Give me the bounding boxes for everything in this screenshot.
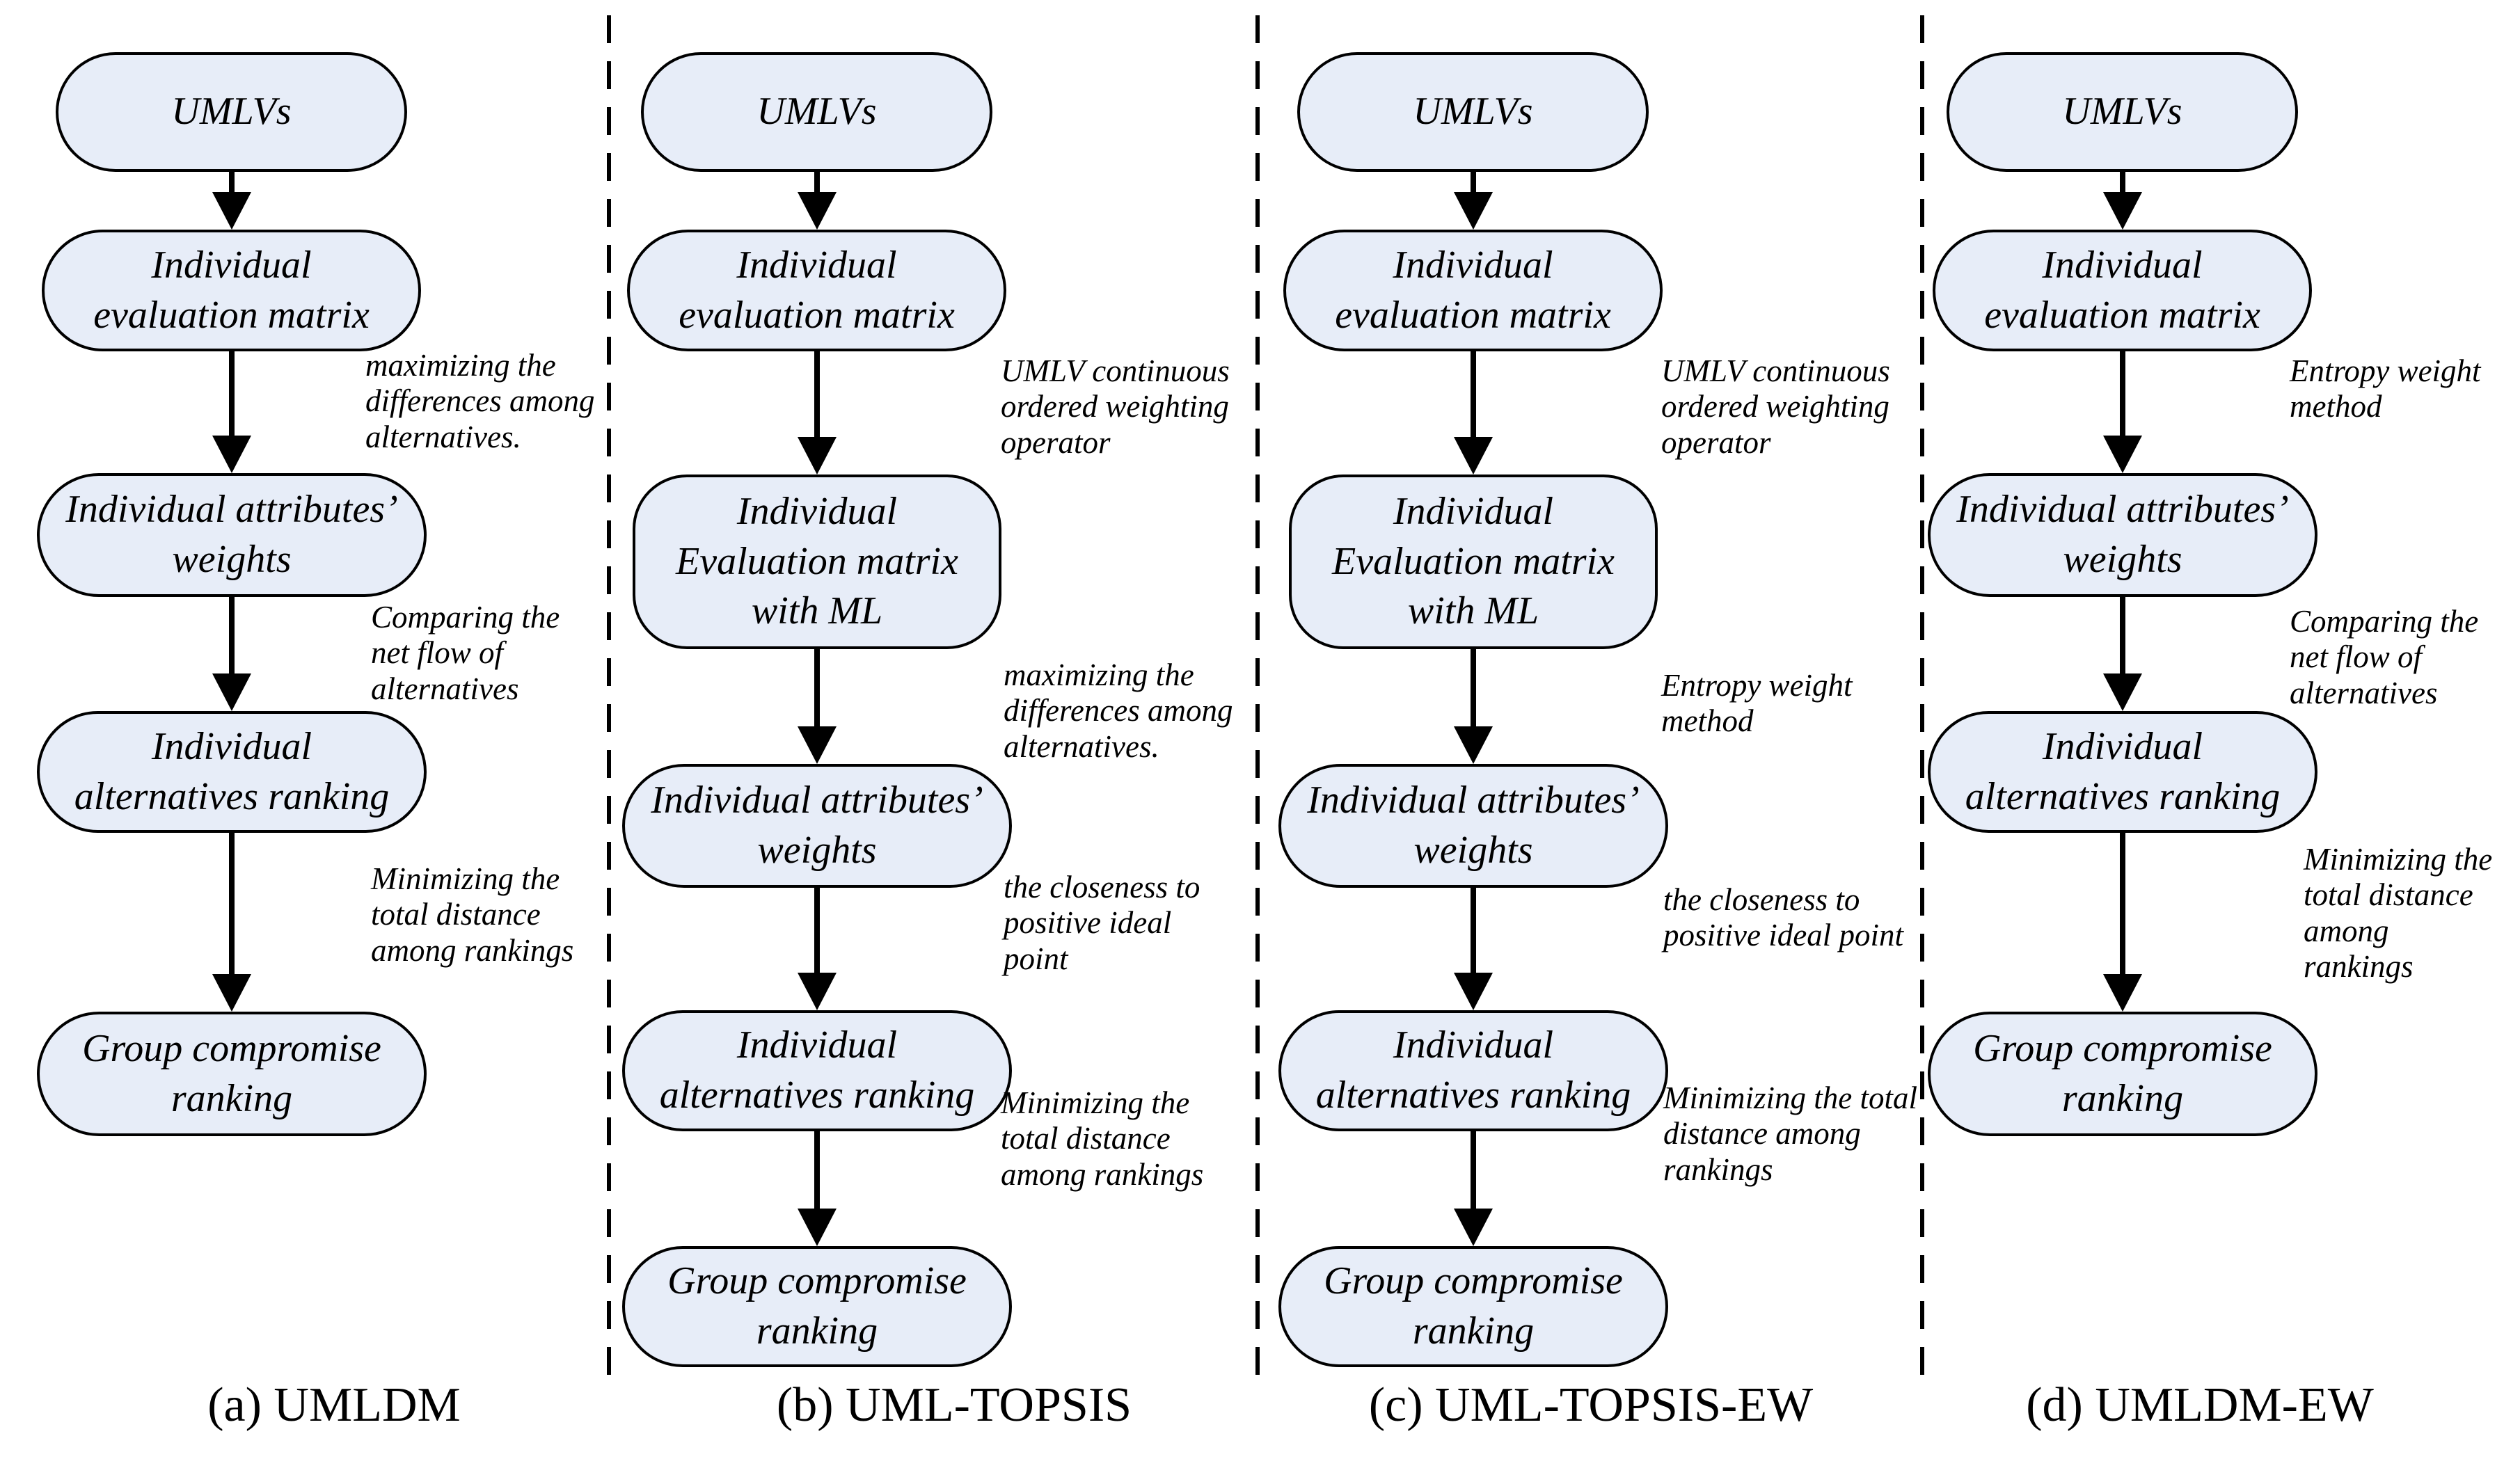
node-individual-evaluation-matrix: Individual evaluation matrix [1283, 230, 1663, 351]
down-arrow-icon [1453, 649, 1493, 764]
node-group-compromise-ranking: Group compromise ranking [37, 1012, 427, 1136]
arrow-annotation: UMLV continuous ordered weighting operat… [1001, 353, 1230, 460]
node-individual-attributes-weights: Individual attributes’ weights [1278, 764, 1668, 888]
arrow-annotation: Entropy weight method [2290, 353, 2481, 424]
column-separator [1255, 15, 1260, 1386]
arrow-shaft [814, 888, 820, 975]
arrowhead-icon [1454, 726, 1493, 764]
arrowhead-icon [798, 973, 837, 1010]
arrow-shaft [2120, 351, 2125, 438]
node-group-compromise-ranking: Group compromise ranking [622, 1246, 1012, 1367]
arrowhead-icon [798, 192, 837, 230]
arrowhead-icon [798, 726, 837, 764]
arrow-shaft [814, 351, 820, 440]
down-arrow-icon [2102, 597, 2143, 711]
node-individual-evaluation-matrix: Individual evaluation matrix [1933, 230, 2312, 351]
down-arrow-icon [797, 172, 837, 230]
arrowhead-icon [212, 974, 251, 1012]
down-arrow-icon [2102, 172, 2143, 230]
arrow-annotation: Minimizing the total distance among rank… [1663, 1081, 1917, 1187]
arrowhead-icon [1454, 192, 1493, 230]
down-arrow-icon [797, 1131, 837, 1246]
down-arrow-icon [212, 351, 252, 473]
arrow-shaft [229, 351, 235, 438]
arrowhead-icon [798, 1209, 837, 1246]
node-individual-alternatives-ranking: Individual alternatives ranking [622, 1010, 1012, 1131]
column-caption: (a) UMLDM [207, 1378, 461, 1432]
arrow-shaft [1471, 172, 1476, 195]
arrowhead-icon [2103, 673, 2142, 711]
arrow-shaft [814, 649, 820, 729]
arrowhead-icon [798, 437, 837, 475]
arrow-annotation: Minimizing the total distance among rank… [2304, 842, 2493, 984]
node-group-compromise-ranking: Group compromise ranking [1278, 1246, 1668, 1367]
arrow-annotation: Comparing the net flow of alternatives [2290, 604, 2479, 710]
node-group-compromise-ranking: Group compromise ranking [1928, 1012, 2317, 1136]
node-individual-evaluation-matrix: Individual evaluation matrix [42, 230, 421, 351]
column-caption: (b) UML-TOPSIS [776, 1378, 1132, 1432]
node-individual-evaluation-matrix: Individual evaluation matrix [627, 230, 1006, 351]
down-arrow-icon [797, 351, 837, 475]
arrowhead-icon [1454, 437, 1493, 475]
node-umlvs: UMLVs [56, 52, 407, 172]
node-individual-alternatives-ranking: Individual alternatives ranking [1278, 1010, 1668, 1131]
node-individual-attributes-weights: Individual attributes’ weights [1928, 473, 2317, 597]
arrowhead-icon [212, 436, 251, 473]
arrow-annotation: UMLV continuous ordered weighting operat… [1661, 353, 1890, 460]
arrow-shaft [229, 172, 235, 195]
arrowhead-icon [1454, 973, 1493, 1010]
arrowhead-icon [2103, 974, 2142, 1012]
arrow-annotation: Entropy weight method [1661, 668, 1853, 739]
node-individual-attributes-weights: Individual attributes’ weights [37, 473, 427, 597]
arrow-annotation: maximizing the differences among alterna… [365, 348, 595, 454]
arrowhead-icon [212, 192, 251, 230]
down-arrow-icon [1453, 1131, 1493, 1246]
down-arrow-icon [212, 172, 252, 230]
node-individual-alternatives-ranking: Individual alternatives ranking [37, 711, 427, 833]
down-arrow-icon [2102, 351, 2143, 473]
arrow-shaft [229, 833, 235, 977]
arrow-shaft [1471, 351, 1476, 440]
arrow-shaft [2120, 597, 2125, 676]
arrow-shaft [2120, 833, 2125, 977]
arrow-annotation: Minimizing the total distance among rank… [371, 861, 574, 968]
down-arrow-icon [2102, 833, 2143, 1012]
node-umlvs: UMLVs [1947, 52, 2298, 172]
arrow-annotation: Minimizing the total distance among rank… [1001, 1085, 1204, 1192]
arrow-shaft [814, 1131, 820, 1211]
arrow-annotation: maximizing the differences among alterna… [1004, 657, 1233, 764]
column-caption: (c) UML-TOPSIS-EW [1368, 1378, 1814, 1432]
arrow-shaft [1471, 649, 1476, 729]
down-arrow-icon [797, 888, 837, 1010]
down-arrow-icon [212, 833, 252, 1012]
node-individual-evaluation-matrix-with-ml: Individual Evaluation matrix with ML [633, 475, 1001, 649]
node-umlvs: UMLVs [1297, 52, 1649, 172]
column-separator [607, 15, 611, 1386]
arrowhead-icon [2103, 436, 2142, 473]
node-individual-attributes-weights: Individual attributes’ weights [622, 764, 1012, 888]
arrowhead-icon [212, 673, 251, 711]
arrow-shaft [2120, 172, 2125, 195]
down-arrow-icon [212, 597, 252, 711]
arrow-annotation: the closeness to positive ideal point [1004, 870, 1200, 976]
arrow-shaft [1471, 888, 1476, 975]
arrow-shaft [814, 172, 820, 195]
arrow-annotation: the closeness to positive ideal point [1663, 882, 1903, 953]
node-individual-evaluation-matrix-with-ml: Individual Evaluation matrix with ML [1289, 475, 1658, 649]
down-arrow-icon [1453, 172, 1493, 230]
arrowhead-icon [1454, 1209, 1493, 1246]
down-arrow-icon [1453, 888, 1493, 1010]
arrow-shaft [229, 597, 235, 676]
column-separator [1920, 15, 1924, 1386]
column-caption: (d) UMLDM-EW [2026, 1378, 2374, 1432]
node-umlvs: UMLVs [641, 52, 992, 172]
arrowhead-icon [2103, 192, 2142, 230]
arrow-annotation: Comparing the net flow of alternatives [371, 600, 560, 706]
node-individual-alternatives-ranking: Individual alternatives ranking [1928, 711, 2317, 833]
down-arrow-icon [1453, 351, 1493, 475]
down-arrow-icon [797, 649, 837, 764]
arrow-shaft [1471, 1131, 1476, 1211]
